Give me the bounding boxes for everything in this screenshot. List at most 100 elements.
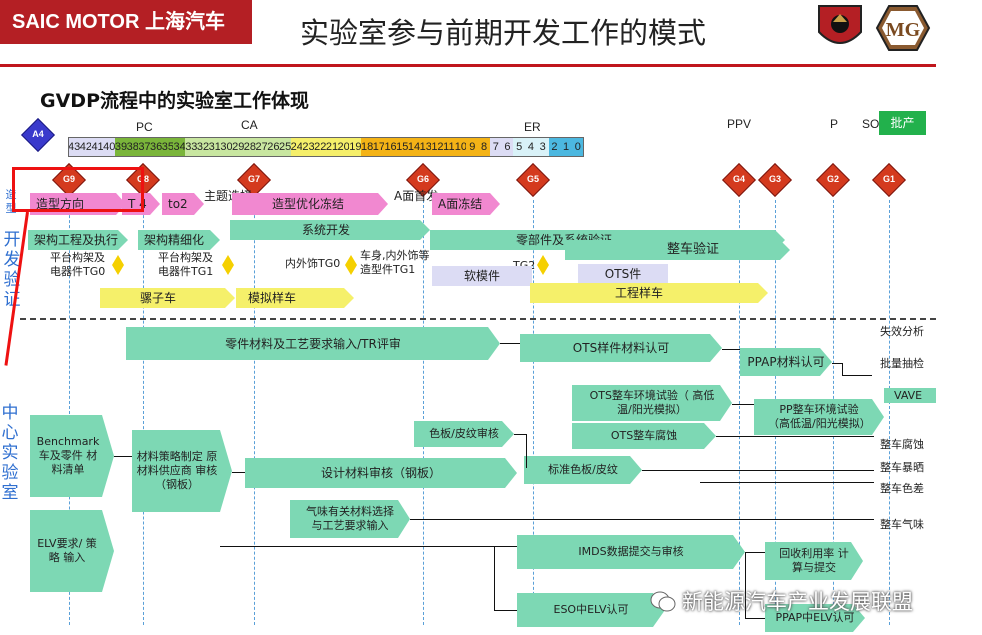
tg0-marker-icon (112, 255, 124, 275)
timeline-cell: 12 (431, 137, 444, 157)
section-subtitle: GVDP流程中的实验室工作体现 (40, 90, 309, 112)
timeline-cell: 33 (185, 137, 197, 157)
gate-line (69, 200, 70, 625)
connector (732, 404, 754, 405)
watermark-text: 新能源汽车产业发展联盟 (682, 590, 913, 614)
result-vehicle-color-diff: 整车色差 (880, 482, 924, 495)
gate-label: G4 (732, 174, 745, 184)
gate-label: G7 (247, 174, 260, 184)
connector (642, 470, 874, 471)
highlight-box (12, 167, 144, 212)
arrow-ots-env-test: OTS整车环境试验（ 高低温/阳光模拟） (572, 385, 732, 421)
timeline-cell: 18 (361, 137, 373, 157)
timeline-cell: 29 (232, 137, 244, 157)
gate-label: G9 (62, 174, 75, 184)
result-vehicle-exposure: 整车暴晒 (880, 461, 924, 474)
timeline-cell: 5 (513, 137, 526, 157)
section-divider (20, 318, 936, 320)
arrow-ots-material: OTS样件材料认可 (520, 334, 722, 362)
arrow-ots-corrosion: OTS整车腐蚀 (572, 423, 716, 449)
arrow-benchmark: Benchmark 车及零件 材料清单 (30, 415, 114, 497)
result-vehicle-odor: 整车气味 (880, 518, 924, 531)
connector (716, 436, 874, 437)
svg-text:MG: MG (886, 19, 921, 41)
result-vehicle-corrosion: 整车腐蚀 (880, 438, 924, 451)
side-label-center: 中心实验室 (1, 403, 19, 503)
connector (745, 618, 765, 619)
milestone-er: ER (524, 120, 541, 134)
timeline-cell: 23 (302, 137, 315, 157)
result-failure-analysis: 失效分析 (880, 325, 924, 338)
tg2-marker-icon (537, 255, 549, 275)
tg1-marker-icon (222, 255, 234, 275)
timeline-cell: 42 (79, 137, 92, 157)
connector (114, 456, 132, 457)
bar-to2: to2 (162, 193, 204, 215)
connector (410, 519, 874, 520)
timeline-cell: 39 (114, 137, 127, 157)
gate-label: G3 (768, 174, 781, 184)
timeline-cell: 7 (489, 137, 502, 157)
arrow-material-strategy: 材料策略制定 原材料供应商 审核（钢板） (132, 430, 232, 512)
arrow-elv-requirement: ELV要求/ 策略 输入 (30, 510, 114, 592)
timeline-cell: 31 (208, 137, 221, 157)
label-body-tg1: 车身,内外饰等造型件TG1 (360, 249, 430, 276)
timeline-cell: 27 (255, 137, 268, 157)
connector (494, 546, 495, 610)
timeline-cell: 1 (560, 137, 572, 157)
gate-label: G2 (826, 174, 839, 184)
timeline-cell: 34 (173, 137, 186, 157)
bar-arch-refine: 架构精细化 (138, 230, 220, 250)
timeline-cell: 4 (525, 137, 537, 157)
timeline-cell: 22 (314, 137, 326, 157)
timeline-cell: 24 (290, 137, 303, 157)
timeline-cell: 25 (278, 137, 291, 157)
a4-label: A4 (32, 129, 44, 139)
timeline-cell: 16 (384, 137, 397, 157)
milestone-pc: PC (136, 120, 153, 134)
timeline-cell: 37 (138, 137, 151, 157)
label-theme-select: 主题选择 (204, 189, 253, 203)
arrow-material-requirements: 零件材料及工艺要求输入/TR评审 (126, 327, 500, 360)
milestone-p: P (830, 117, 839, 131)
milestone-ca: CA (241, 118, 258, 132)
timeline-cell: 32 (196, 137, 209, 157)
connector (700, 482, 874, 483)
timeline-cell: 21 (325, 137, 338, 157)
result-batch-sampling: 批量抽检 (880, 357, 924, 370)
timeline-cell: 30 (220, 137, 233, 157)
arrow-odor-material: 气味有关材料选择 与工艺要求输入 (290, 500, 410, 538)
timeline-cell: 15 (396, 137, 408, 157)
gate-label: G6 (416, 174, 429, 184)
connector (722, 349, 740, 350)
timeline-cell: 28 (243, 137, 256, 157)
gate-line (739, 200, 740, 625)
gate-line (423, 200, 424, 625)
saic-logo: SAIC MOTOR 上海汽车 (0, 0, 252, 44)
timeline-cell: 9 (466, 137, 479, 157)
timeline-cell: 6 (501, 137, 514, 157)
bar-a-freeze: A面冻结 (432, 193, 500, 215)
roewe-emblem (815, 2, 865, 54)
bar-soft-tool: 软模件 (432, 266, 532, 286)
timeline-cell: 2 (548, 137, 561, 157)
arrow-color-review: 色板/皮纹审核 (414, 421, 514, 447)
label-interior-tg0: 内外饰TG0 (285, 257, 341, 270)
connector (232, 472, 245, 473)
sop-badge: 批产 (879, 111, 926, 135)
wechat-icon (650, 591, 676, 612)
result-vave: VAVE (884, 388, 937, 403)
connector (494, 610, 517, 611)
page-title: 实验室参与前期开发工作的模式 (300, 16, 707, 50)
label-platform-tg0: 平台构架及电器件TG0 (50, 251, 106, 278)
interior-marker-icon (345, 255, 357, 275)
timeline-cell: 35 (161, 137, 174, 157)
gate-label: G1 (882, 174, 895, 184)
timeline-cell: 14 (407, 137, 420, 157)
gate-line (143, 200, 144, 625)
connector (220, 546, 517, 547)
milestone-ppv: PPV (727, 117, 752, 131)
connector (514, 434, 526, 435)
gate-line (254, 200, 255, 625)
bar-engineering-car: 工程样车 (530, 283, 768, 303)
